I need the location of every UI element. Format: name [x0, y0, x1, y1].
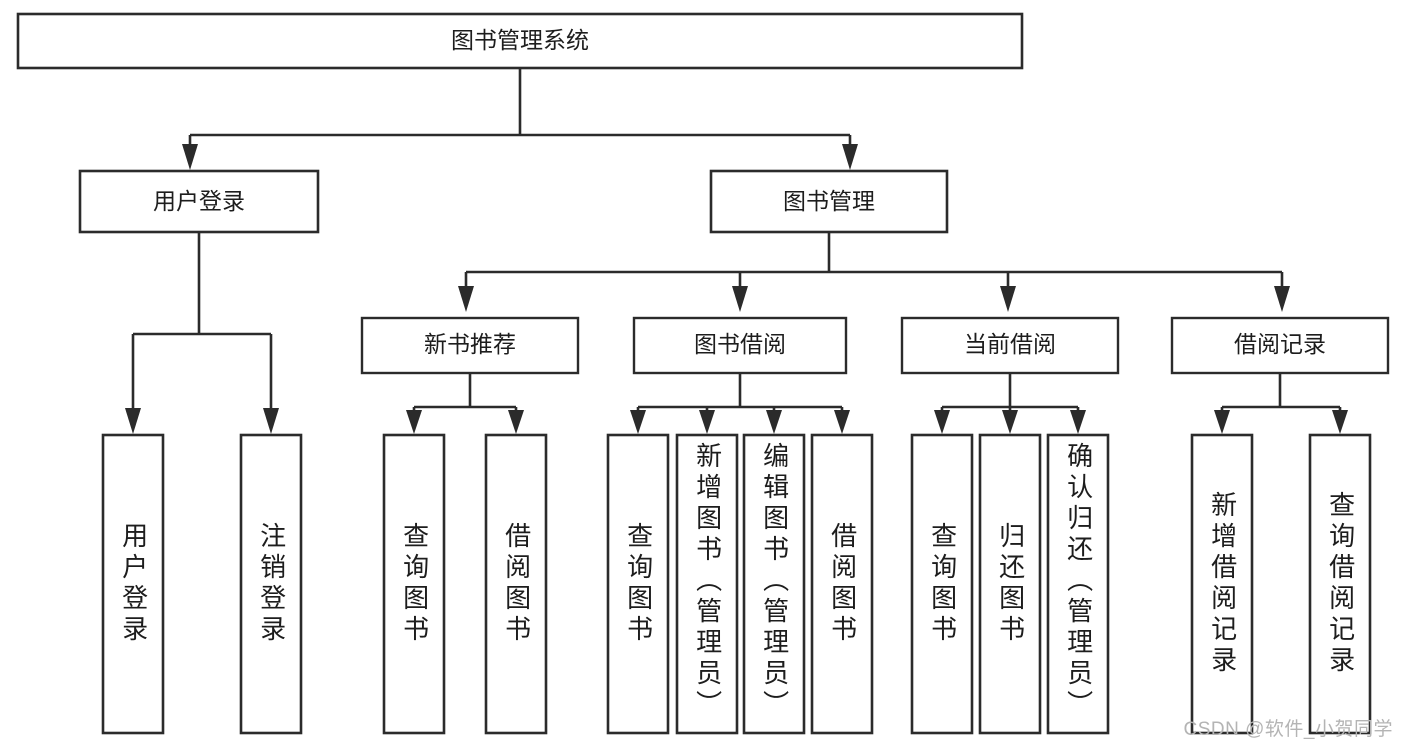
node-user-login-label: 用户登录	[153, 188, 245, 214]
arrow-head-icon	[508, 410, 524, 434]
node-user-login-box[interactable]	[78, 169, 320, 234]
connector-current-borrow-to-leaves	[934, 373, 1086, 434]
arrow-head-icon	[458, 286, 474, 312]
leaf-box-user-login[interactable]	[101, 433, 165, 735]
leaf-box-return-book[interactable]	[978, 433, 1042, 735]
leaf-box-logout[interactable]	[239, 433, 303, 735]
node-root[interactable]: 图书管理系统	[16, 12, 1024, 70]
node-new-book-recommend-box[interactable]	[360, 316, 580, 375]
leaf-box-add-book-admin[interactable]	[675, 433, 739, 735]
arrow-head-icon	[842, 144, 858, 170]
connector-borrow-record-to-leaves	[1214, 373, 1348, 434]
node-root-label: 图书管理系统	[451, 27, 589, 53]
arrow-head-icon	[766, 410, 782, 434]
leaf-box-query-book-nbr[interactable]	[382, 433, 446, 735]
arrow-head-icon	[1274, 286, 1290, 312]
connector-user-login-to-leaves	[125, 232, 279, 434]
arrow-head-icon	[934, 410, 950, 434]
arrow-head-icon	[125, 408, 141, 434]
node-current-borrow-label: 当前借阅	[964, 331, 1056, 357]
node-user-login[interactable]: 用户登录	[78, 169, 320, 234]
leaf-box-query-borrow-record[interactable]	[1308, 433, 1372, 735]
node-book-borrow[interactable]: 图书借阅	[632, 316, 848, 375]
connector-root-to-level2	[182, 68, 858, 170]
arrow-head-icon	[1214, 410, 1230, 434]
arrow-head-icon	[834, 410, 850, 434]
arrow-head-icon	[699, 410, 715, 434]
node-book-borrow-label: 图书借阅	[694, 331, 786, 357]
node-new-book-recommend-label: 新书推荐	[424, 331, 516, 357]
node-root-box[interactable]	[16, 12, 1024, 70]
connector-book-management-to-level3	[458, 232, 1290, 312]
arrow-head-icon	[1070, 410, 1086, 434]
node-current-borrow[interactable]: 当前借阅	[900, 316, 1120, 375]
arrow-head-icon	[630, 410, 646, 434]
leaf-box-edit-book-admin[interactable]	[742, 433, 806, 735]
arrow-head-icon	[732, 286, 748, 312]
node-borrow-record-label: 借阅记录	[1234, 331, 1326, 357]
node-borrow-record[interactable]: 借阅记录	[1170, 316, 1390, 375]
leaf-box-borrow-book-nbr[interactable]	[484, 433, 548, 735]
arrow-head-icon	[1002, 410, 1018, 434]
connector-book-borrow-to-leaves	[630, 373, 850, 434]
arrow-head-icon	[1000, 286, 1016, 312]
node-new-book-recommend[interactable]: 新书推荐	[360, 316, 580, 375]
node-book-management[interactable]: 图书管理	[709, 169, 949, 234]
arrow-head-icon	[263, 408, 279, 434]
arrow-head-icon	[406, 410, 422, 434]
watermark-text: CSDN @软件_小贺同学	[1183, 719, 1393, 740]
leaf-box-borrow-book-bb[interactable]	[810, 433, 874, 735]
node-current-borrow-box[interactable]	[900, 316, 1120, 375]
leaf-box-confirm-return-admin[interactable]	[1046, 433, 1110, 735]
leaf-box-query-book-bb[interactable]	[606, 433, 670, 735]
arrow-head-icon	[182, 144, 198, 170]
arrow-head-icon	[1332, 410, 1348, 434]
connector-new-book-recommend-to-leaves	[406, 373, 524, 434]
leaf-box-query-book-cb[interactable]	[910, 433, 974, 735]
leaf-box-add-borrow-record[interactable]	[1190, 433, 1254, 735]
node-book-management-label: 图书管理	[783, 188, 875, 214]
